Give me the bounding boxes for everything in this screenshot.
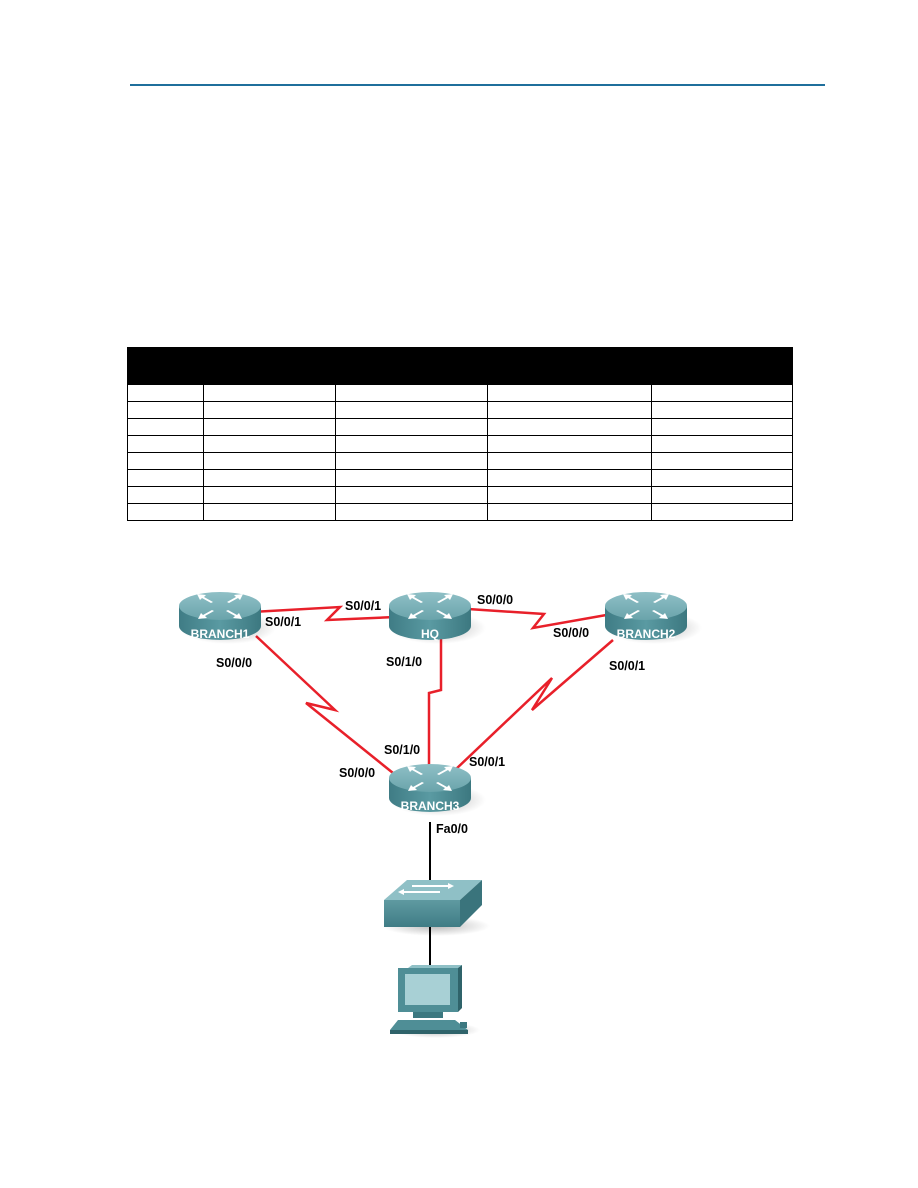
table-cell (127, 486, 204, 504)
table-row (127, 469, 793, 487)
serial-link-hq-branch2 (467, 607, 613, 630)
interface-label-branch3-s001: S0/0/1 (469, 755, 505, 769)
serial-link-branch1-branch3 (255, 635, 394, 774)
table-cell (651, 401, 793, 419)
router-hq: HQ (389, 592, 486, 644)
router-label-branch2: BRANCH2 (617, 627, 676, 641)
table-header-row (127, 347, 793, 385)
interface-label-branch1-s000: S0/0/0 (216, 656, 252, 670)
table-cell (651, 469, 793, 487)
table-cell (203, 469, 336, 487)
table-cell (127, 418, 204, 436)
router-label-branch3: BRANCH3 (401, 799, 460, 813)
serial-link-branch1-hq (251, 605, 396, 622)
table-cell (651, 435, 793, 453)
interface-label-hq-s001: S0/0/1 (345, 599, 381, 613)
table-cell (487, 435, 652, 453)
table-cell (651, 384, 793, 402)
router-branch1: BRANCH1 (179, 592, 276, 644)
addressing-table (127, 347, 793, 521)
table-cell (335, 486, 488, 504)
switch-icon (382, 880, 490, 936)
interface-label-hq-s000: S0/0/0 (477, 593, 513, 607)
table-cell (335, 384, 488, 402)
table-cell (487, 418, 652, 436)
header-rule (130, 84, 825, 86)
interface-label-branch2-s000: S0/0/0 (553, 626, 589, 640)
interface-label-hq-s010: S0/1/0 (386, 655, 422, 669)
interface-label-branch3-s010: S0/1/0 (384, 743, 420, 757)
interface-label-branch3-s000: S0/0/0 (339, 766, 375, 780)
table-cell (203, 384, 336, 402)
table-cell (335, 435, 488, 453)
router-branch3: BRANCH3 (389, 764, 486, 816)
table-cell (127, 503, 204, 521)
table-row (127, 503, 793, 521)
table-cell (335, 503, 488, 521)
serial-link-branch2-branch3 (454, 639, 614, 771)
table-cell (487, 503, 652, 521)
interface-label-branch3-fa00: Fa0/0 (436, 822, 468, 836)
table-cell (203, 452, 336, 470)
table-cell (487, 384, 652, 402)
interface-label-branch1-s001: S0/0/1 (265, 615, 301, 629)
table-cell (203, 435, 336, 453)
table-cell (651, 452, 793, 470)
table-row (127, 435, 793, 453)
table-cell (487, 469, 652, 487)
serial-link-hq-branch3 (427, 628, 443, 772)
table-cell (487, 401, 652, 419)
table-row (127, 486, 793, 504)
table-cell (127, 384, 204, 402)
header-cell (127, 347, 336, 385)
table-cell (651, 503, 793, 521)
table-cell (127, 401, 204, 419)
table-cell (127, 452, 204, 470)
interface-label-branch2-s001: S0/0/1 (609, 659, 645, 673)
router-label-branch1: BRANCH1 (191, 627, 250, 641)
router-branch2: BRANCH2 (605, 592, 702, 644)
table-cell (203, 503, 336, 521)
table-cell (203, 486, 336, 504)
header-cell (487, 347, 652, 385)
table-row (127, 384, 793, 402)
router-label-hq: HQ (421, 627, 439, 641)
table-row (127, 452, 793, 470)
pc-icon (390, 965, 480, 1038)
table-cell (487, 452, 652, 470)
